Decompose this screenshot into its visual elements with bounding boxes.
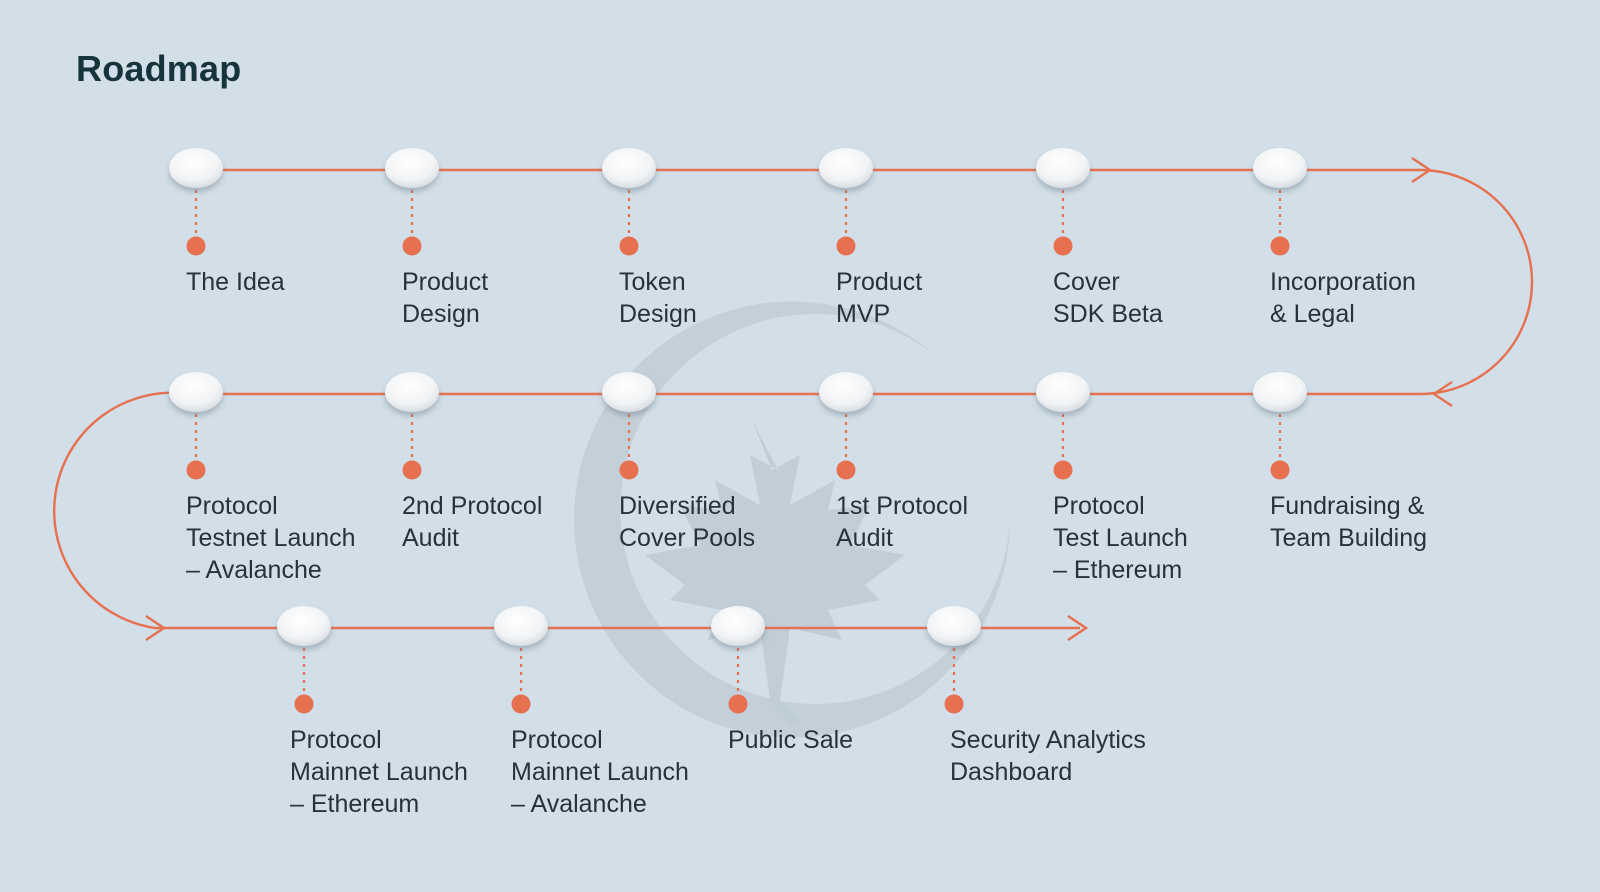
milestone-dot-icon — [836, 236, 856, 256]
milestone-node — [927, 606, 981, 714]
milestone-node — [277, 606, 331, 714]
milestone-label: Diversified Cover Pools — [619, 492, 756, 552]
milestone-node — [711, 606, 765, 714]
milestone-node-icon — [494, 606, 548, 646]
arrow-head-icon — [1431, 381, 1453, 407]
arrow-head-icon — [145, 615, 167, 641]
milestone-node — [819, 148, 873, 256]
milestone-label: Protocol Test Launch – Ethereum — [1053, 492, 1188, 584]
milestone-node — [385, 148, 439, 256]
page-title: Roadmap — [76, 48, 242, 89]
milestone-node-icon — [927, 606, 981, 646]
milestone-node — [602, 148, 656, 256]
milestone-label: Protocol Mainnet Launch – Ethereum — [290, 726, 468, 818]
arrow-head-icon — [1411, 157, 1433, 183]
milestone-node — [494, 606, 548, 714]
milestone-label: Public Sale — [728, 726, 854, 754]
milestone-label: 1st Protocol Audit — [836, 492, 969, 552]
milestone-node-icon — [819, 148, 873, 188]
milestone-node-icon — [602, 148, 656, 188]
milestone-label: Fundraising & Team Building — [1270, 492, 1428, 552]
milestone-node-icon — [277, 606, 331, 646]
milestone-dot-icon — [619, 236, 639, 256]
milestone-label: Cover SDK Beta — [1053, 268, 1163, 328]
milestone-dot-icon — [186, 236, 206, 256]
milestone-dot-icon — [186, 460, 206, 480]
milestone-node — [602, 372, 656, 480]
milestone-dot-icon — [836, 460, 856, 480]
milestone-label: The Idea — [186, 268, 285, 296]
milestone-node-icon — [385, 148, 439, 188]
milestone-dot-icon — [1270, 460, 1290, 480]
milestone-node-icon — [169, 372, 223, 412]
milestone-node-icon — [1036, 148, 1090, 188]
milestone-dot-icon — [402, 236, 422, 256]
milestone-label: Security Analytics Dashboard — [950, 726, 1146, 786]
milestone-dot-icon — [1270, 236, 1290, 256]
milestone-label: Protocol Testnet Launch – Avalanche — [186, 492, 356, 584]
milestone-dot-icon — [1053, 460, 1073, 480]
milestone-node — [1253, 372, 1307, 480]
milestone-dot-icon — [294, 694, 314, 714]
milestone-label: Protocol Mainnet Launch – Avalanche — [511, 726, 689, 818]
maple-leaf-watermark-icon — [574, 301, 1010, 738]
milestone-label: 2nd Protocol Audit — [402, 492, 543, 552]
milestone-node-icon — [1253, 372, 1307, 412]
milestone-label: Product Design — [402, 268, 489, 328]
milestone-dot-icon — [402, 460, 422, 480]
milestone-node — [169, 372, 223, 480]
milestone-node-icon — [1036, 372, 1090, 412]
milestone-dot-icon — [728, 694, 748, 714]
milestone-dot-icon — [511, 694, 531, 714]
milestone-node-icon — [1253, 148, 1307, 188]
milestone-node-icon — [169, 148, 223, 188]
milestone-node — [169, 148, 223, 256]
milestone-node-icon — [711, 606, 765, 646]
milestone-label: Incorporation & Legal — [1270, 268, 1416, 328]
milestone-node — [1036, 372, 1090, 480]
milestone-node — [385, 372, 439, 480]
milestone-label: Product MVP — [836, 268, 923, 328]
milestone-dot-icon — [619, 460, 639, 480]
milestone-node — [819, 372, 873, 480]
milestone-dot-icon — [944, 694, 964, 714]
milestone-dot-icon — [1053, 236, 1073, 256]
milestone-node — [1253, 148, 1307, 256]
milestone-node-icon — [385, 372, 439, 412]
milestone-node-icon — [602, 372, 656, 412]
milestone-node — [1036, 148, 1090, 256]
arrow-head-icon — [1067, 615, 1089, 641]
milestone-label: Token Design — [619, 268, 697, 328]
milestone-node-icon — [819, 372, 873, 412]
